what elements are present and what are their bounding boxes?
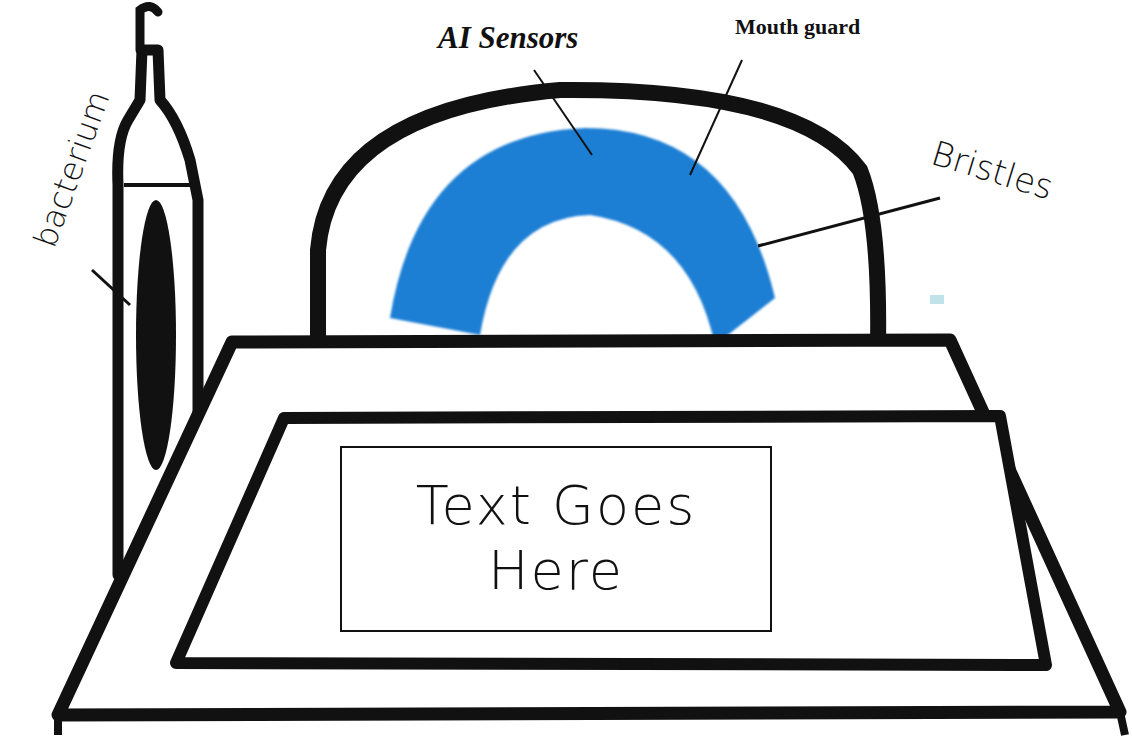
device-base [58,340,1120,715]
tower-band [124,183,192,187]
bacterium-chamber [136,200,176,470]
mouth-guard [390,128,775,345]
part-label: Mouth guard [735,14,860,40]
text-box: Text Goes Here [340,446,772,632]
part-label: AI Sensors [438,20,578,56]
display-screen [176,416,1046,665]
bristle-dome [318,90,878,345]
box-text: Text Goes Here [360,474,752,604]
tower-antenna [140,6,158,50]
leader-line [758,198,940,246]
base-edge [58,712,1125,735]
leader-line [690,60,742,175]
leader-line [92,270,130,305]
part-label: Bristles [927,133,1058,208]
smudge [930,295,944,304]
leader-line [534,70,592,155]
part-label: bacterium [26,86,118,252]
